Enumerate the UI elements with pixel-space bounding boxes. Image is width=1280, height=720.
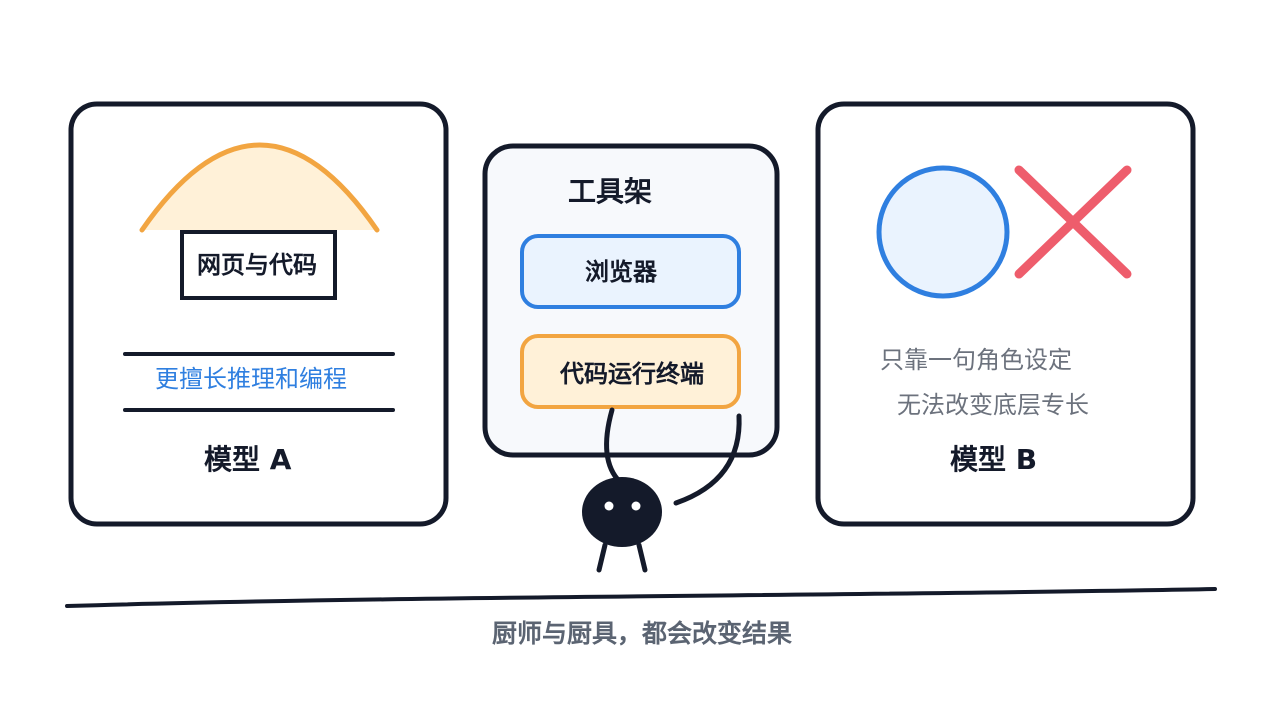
toolshelf-title: 工具架 [568, 175, 653, 208]
model-b-note-line-1: 只靠一句角色设定 [880, 346, 1072, 374]
model-a-skill-text: 更擅长推理和编程 [155, 365, 347, 393]
model-a-title: 模型 A [204, 443, 292, 476]
robot-body [582, 477, 662, 547]
model-b-cross-icon [1014, 165, 1132, 279]
browser-tool-label: 浏览器 [585, 258, 657, 286]
robot-right-leg [636, 542, 648, 573]
model-b-title: 模型 B [950, 443, 1038, 476]
model-a-card-label: 网页与代码 [197, 251, 317, 279]
model-a-card [180, 230, 337, 300]
robot-right-arm [673, 413, 742, 506]
terminal-tool-box [520, 334, 741, 409]
robot-right-eye [631, 501, 641, 511]
robot-left-leg [596, 542, 608, 573]
robot-left-eye [604, 501, 614, 511]
caption: 厨师与厨具，都会改变结果 [492, 619, 793, 648]
browser-tool-box [520, 234, 741, 309]
model-b-note-line-2: 无法改变底层专长 [897, 391, 1089, 419]
model-b-circle-icon [876, 165, 1010, 299]
ground-line [65, 587, 1217, 608]
model-a-dome-outline [139, 142, 380, 233]
terminal-tool-label: 代码运行终端 [560, 360, 704, 388]
